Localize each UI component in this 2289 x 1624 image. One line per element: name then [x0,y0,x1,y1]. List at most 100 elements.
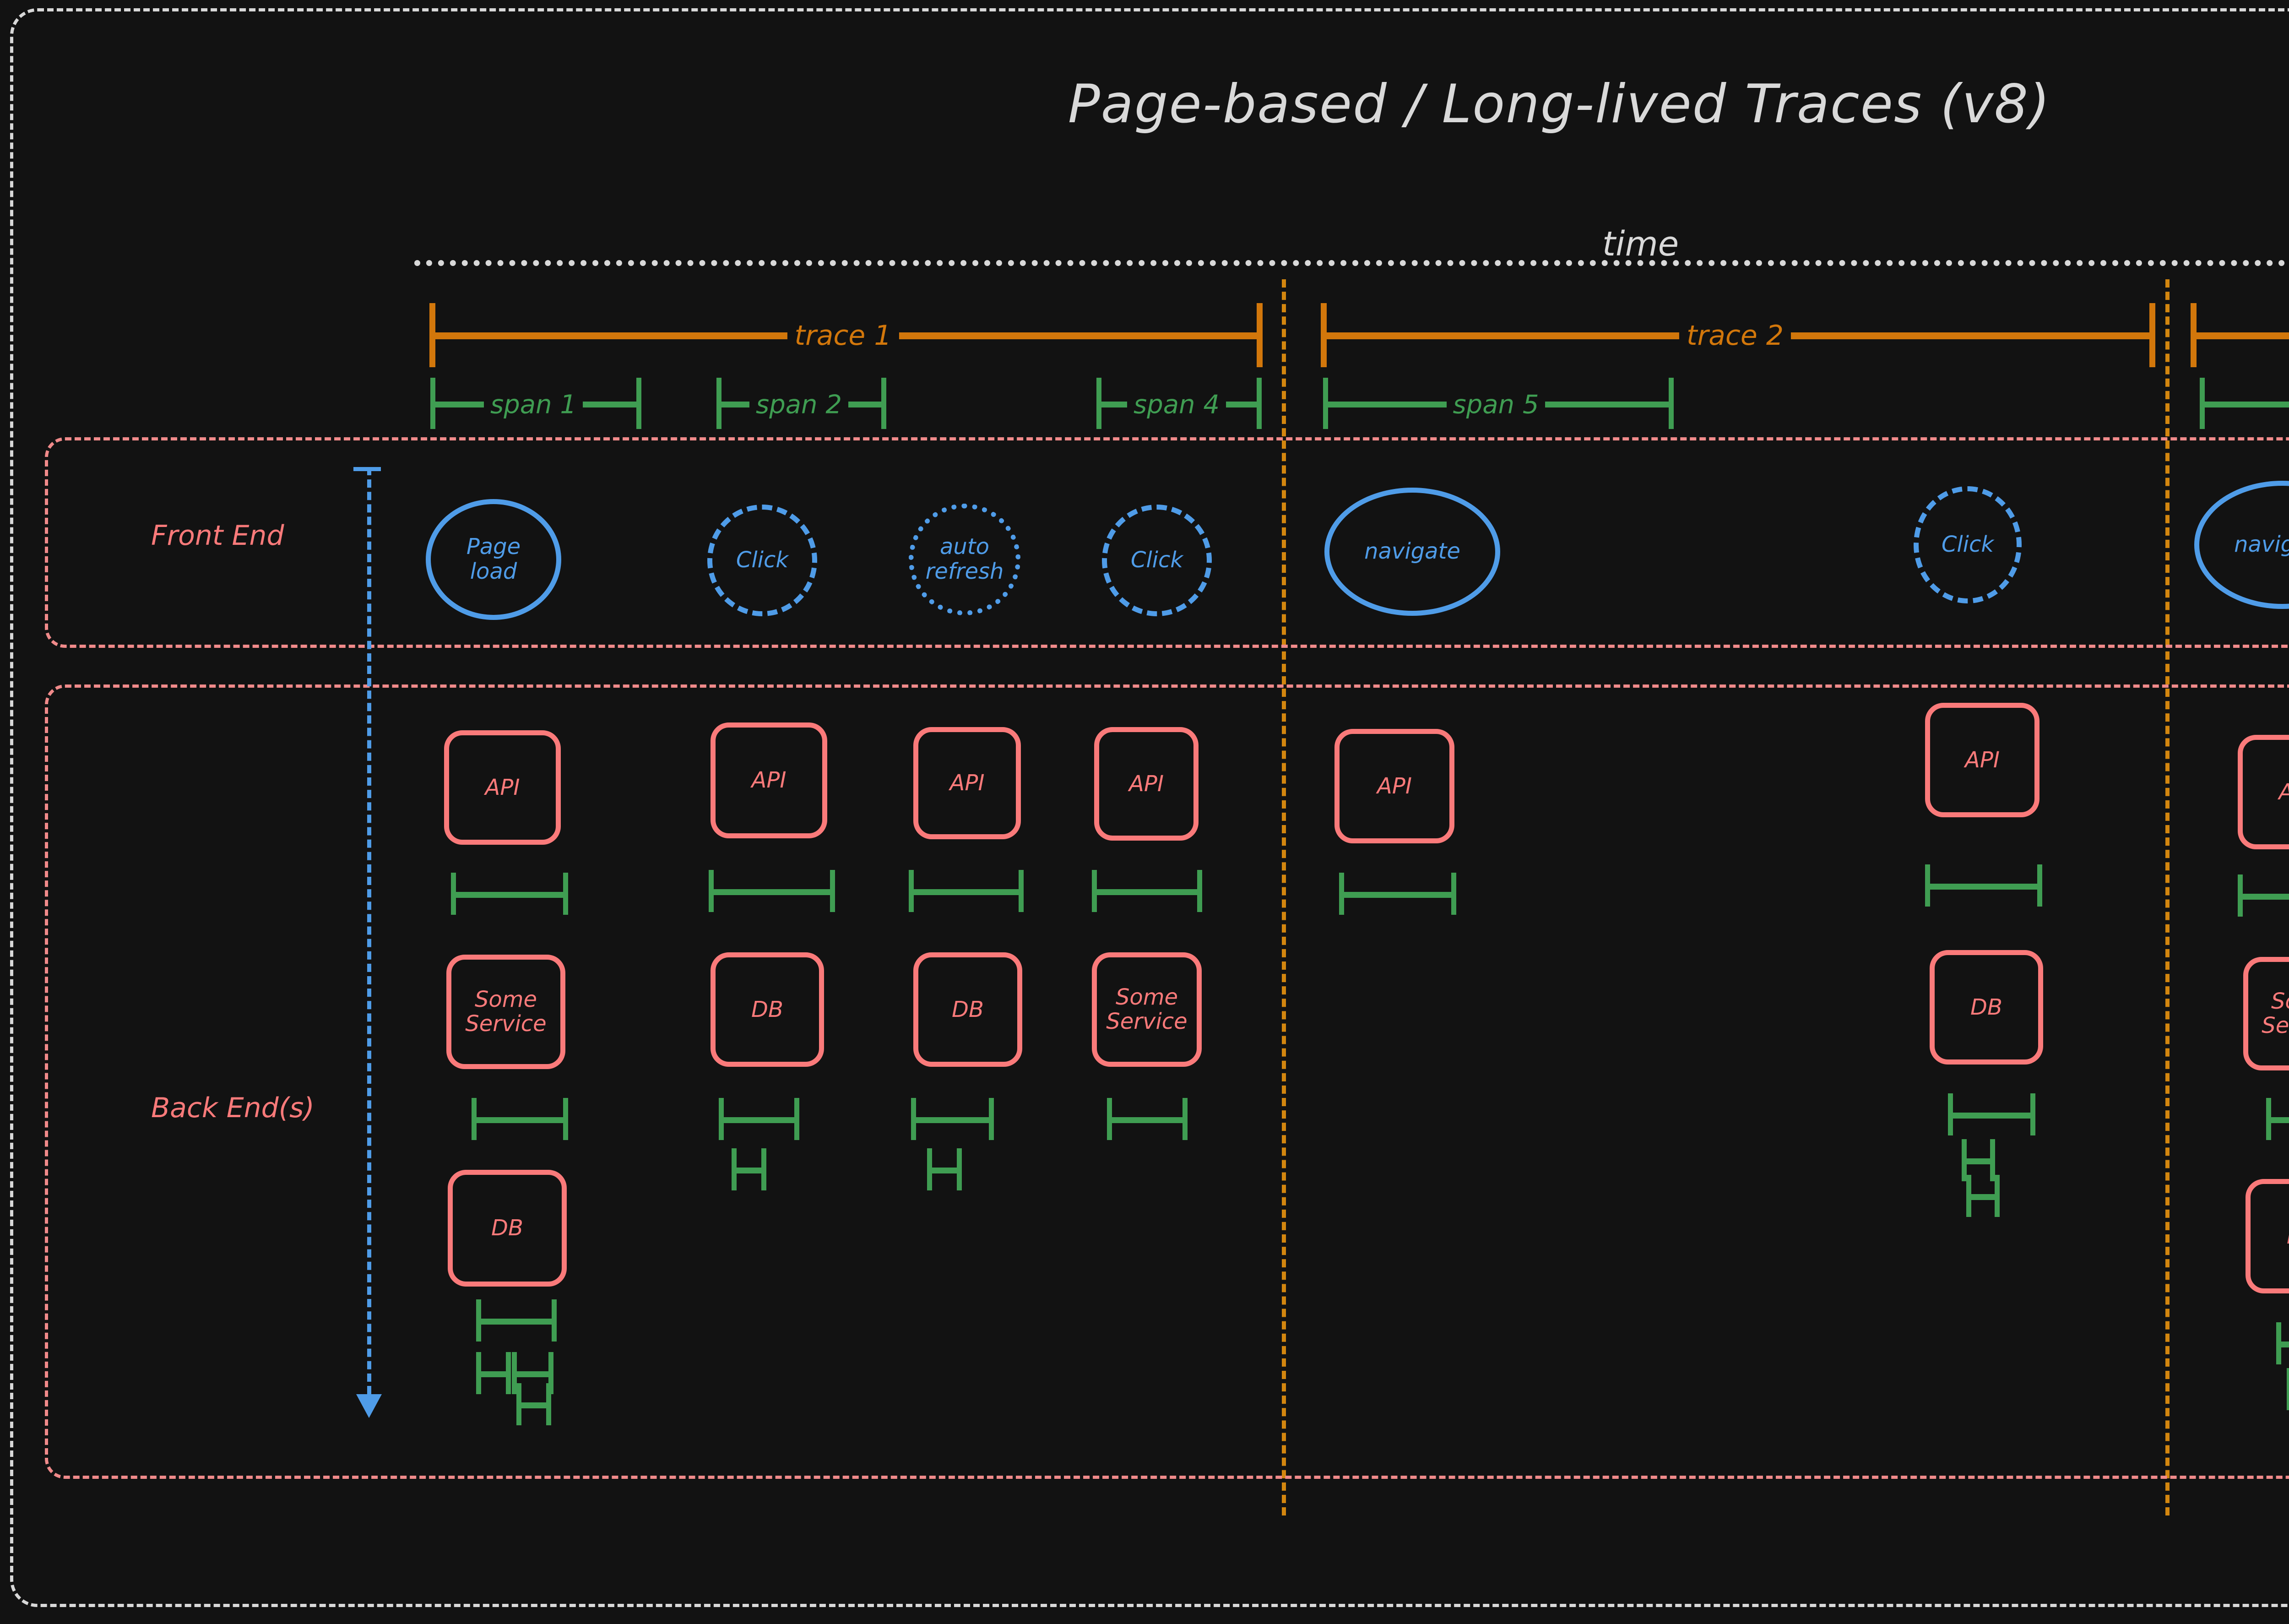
backend-span-bar-c5-1 [1339,892,1451,898]
frontend-node-label: navigate [2234,532,2289,558]
span-start-cap-5 [2200,378,2205,429]
backend-node-db-c6-2[interactable]: DB [1930,950,2043,1065]
trace-start-cap-1 [429,303,435,367]
backend-span-end-cap-c2-3 [761,1148,766,1190]
backend-span-end-cap-c2-1 [830,870,835,912]
frontend-node-click-4[interactable]: Click [1102,505,1212,616]
frontend-node-label: Page load [466,534,521,584]
backend-span-bar-c1-5 [512,1371,548,1377]
backend-span-bar-c7-1 [2238,894,2289,900]
frontend-node-label: Click [1941,532,1994,558]
frontend-node-click-6[interactable]: Click [1914,486,2022,603]
depth-axis-line [367,467,371,1394]
frontend-node-click-2[interactable]: Click [707,505,817,616]
backend-node-some-service-c7-2[interactable]: Some Service [2243,957,2289,1070]
backend-span-start-cap-c4-1 [1092,870,1097,912]
backend-span-start-cap-c2-2 [719,1098,724,1140]
backend-span-start-cap-c7-1 [2238,874,2243,917]
backend-node-label: API [751,767,787,793]
frontend-node-label: navigate [1364,538,1460,565]
time-axis-label: time [1602,224,1679,264]
lane-panel-front-end [45,437,2289,648]
backend-node-db-c1-3[interactable]: DB [448,1170,567,1287]
backend-span-end-cap-c3-2 [989,1098,994,1140]
backend-span-start-cap-c5-1 [1339,873,1344,915]
backend-node-api-c2-1[interactable]: API [711,722,827,838]
backend-span-end-cap-c6-3 [1990,1139,1995,1181]
backend-span-bar-c3-2 [911,1117,989,1123]
backend-span-bar-c4-2 [1107,1117,1182,1123]
backend-node-label: DB [751,996,783,1022]
backend-span-start-cap-c3-2 [911,1098,916,1140]
backend-node-label: API [949,770,985,796]
trace-end-cap-2 [2149,303,2155,367]
backend-span-start-cap-c1-2 [472,1098,477,1140]
backend-span-bar-c4-1 [1092,889,1197,895]
backend-node-api-c7-1[interactable]: API [2238,735,2289,849]
trace-bar-3 [2191,332,2289,339]
backend-span-start-cap-c2-1 [709,870,714,912]
backend-span-start-cap-c2-3 [732,1148,737,1190]
trace-end-cap-1 [1257,303,1263,367]
backend-node-api-c3-1[interactable]: API [913,727,1021,839]
backend-span-start-cap-c1-4 [476,1352,481,1394]
backend-span-end-cap-c4-1 [1197,870,1202,912]
backend-span-start-cap-c1-5 [512,1352,517,1394]
backend-span-end-cap-c3-1 [1019,870,1024,912]
backend-span-end-cap-c4-2 [1182,1098,1188,1140]
span-label-1: span 1 [484,390,583,420]
backend-span-start-cap-c7-3 [2276,1322,2281,1364]
frontend-node-navigate-5[interactable]: navigate [1324,488,1500,616]
span-bar-5 [2200,402,2289,407]
backend-node-api-c1-1[interactable]: API [444,730,561,845]
time-axis-line [414,260,2289,266]
backend-span-end-cap-c1-2 [563,1098,568,1140]
span-start-cap-4 [1323,378,1328,429]
span-start-cap-2 [716,378,721,429]
backend-node-api-c6-1[interactable]: API [1925,703,2039,817]
backend-span-end-cap-c1-1 [563,873,568,915]
depth-axis-arrow-icon [356,1394,382,1418]
backend-span-bar-c2-3 [732,1168,761,1173]
backend-node-label: Some Service [465,987,547,1037]
backend-node-some-service-c1-2[interactable]: Some Service [446,955,565,1069]
trace-start-cap-2 [1321,303,1327,367]
frontend-node-label: auto refresh [925,534,1004,584]
backend-node-api-c5-1[interactable]: API [1334,729,1454,843]
backend-node-label: API [1129,771,1164,797]
backend-node-label: DB [2287,1224,2289,1249]
backend-span-end-cap-c2-2 [794,1098,799,1140]
backend-span-bar-c3-3 [927,1168,957,1173]
frontend-node-auto-refresh-3[interactable]: auto refresh [909,504,1020,615]
backend-span-end-cap-c6-2 [2030,1093,2035,1135]
backend-span-start-cap-c1-3 [476,1299,481,1342]
span-end-cap-4 [1669,378,1674,429]
backend-node-label: API [485,774,520,800]
backend-span-bar-c1-2 [472,1117,563,1123]
backend-span-bar-c7-2 [2266,1117,2289,1123]
lane-label-front-end: Front End [151,520,284,552]
frontend-node-page-load-1[interactable]: Page load [426,499,561,620]
backend-node-db-c2-2[interactable]: DB [711,952,824,1067]
backend-node-label: API [1965,747,2000,773]
backend-span-start-cap-c6-3 [1962,1139,1967,1181]
backend-node-db-c3-2[interactable]: DB [913,952,1022,1067]
span-start-cap-3 [1096,378,1101,429]
backend-span-end-cap-c1-4 [506,1352,511,1394]
backend-span-end-cap-c5-1 [1451,873,1456,915]
backend-node-label: DB [952,996,984,1022]
backend-span-end-cap-c1-3 [552,1299,557,1342]
backend-node-db-c7-3[interactable]: DB [2246,1179,2289,1293]
backend-span-start-cap-c6-4 [1966,1175,1971,1217]
lane-panel-back-end [45,684,2289,1479]
backend-span-bar-c2-2 [719,1117,794,1123]
backend-node-some-service-c4-2[interactable]: Some Service [1092,952,1202,1067]
span-start-cap-1 [430,378,435,429]
backend-node-api-c4-1[interactable]: API [1094,727,1199,841]
backend-span-bar-c6-4 [1966,1194,1995,1200]
backend-node-label: API [2279,780,2289,804]
span-end-cap-3 [1257,378,1262,429]
frontend-node-label: Click [1130,547,1183,573]
backend-node-label: DB [491,1215,523,1241]
